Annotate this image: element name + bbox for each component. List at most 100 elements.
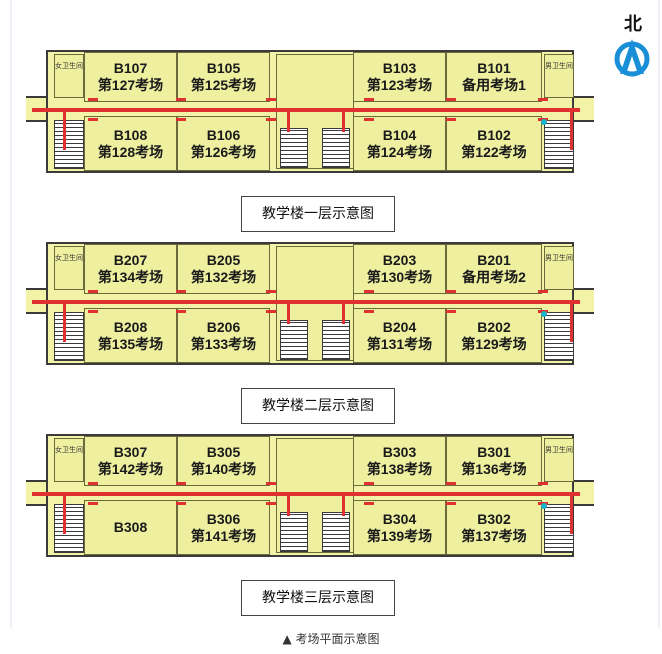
floor-caption: 教学楼一层示意图 [241,196,395,232]
room-code: B101 [477,60,511,76]
exam-room: B308 [84,500,177,555]
stairwell-left [54,312,84,361]
room-name: 第122考场 [461,143,527,160]
room-code: B102 [477,126,511,143]
room-code: B305 [206,444,241,460]
room-name: 备用考场2 [462,269,526,285]
room-code: B206 [206,318,241,335]
door-arrow [364,98,374,101]
room-code: B105 [206,60,241,76]
north-compass: 北 [610,8,654,78]
room-name: 第139考场 [366,527,433,544]
restroom-men: 男卫生间 [544,438,574,482]
room-code: B306 [206,510,241,527]
room-code: B107 [113,60,148,76]
door-arrow [176,98,186,101]
route-branch [63,110,66,150]
central-stair-left [280,128,308,168]
central-stair-right [322,128,350,168]
door-arrow [266,310,276,313]
room-name: 第136考场 [461,461,527,477]
door-arrow [266,502,276,505]
room-code: B208 [113,318,148,335]
room-name: 第135考场 [97,335,164,352]
room-name: 第129考场 [461,335,527,352]
door-arrow [538,482,548,485]
restroom-women: 女卫生间 [54,54,84,98]
door-arrow [446,310,456,313]
room-name: 第133考场 [190,335,257,352]
door-arrow [538,98,548,101]
route-branch [570,302,573,342]
room-name: 第134考场 [97,269,164,285]
figure-caption: ▲ 考场平面示意图 [282,632,380,646]
restroom-women: 女卫生间 [54,438,84,482]
door-arrow [176,290,186,293]
room-name: 第142考场 [97,461,164,477]
room-name: 备用考场1 [462,77,526,93]
room-code: B202 [477,318,511,335]
route-branch [342,302,345,324]
door-arrow [446,98,456,101]
door-arrow [266,482,276,485]
room-name: 第138考场 [366,461,433,477]
room-name: 第141考场 [190,527,257,544]
door-arrow [88,310,98,313]
door-arrow [266,98,276,101]
room-name: 第130考场 [366,269,433,285]
room-code: B302 [477,510,511,527]
stairwell-right [544,312,574,361]
location-marker [541,311,547,317]
route-branch [287,302,290,324]
room-code: B203 [382,252,417,268]
door-arrow [88,502,98,505]
door-arrow [88,482,98,485]
door-arrow [446,118,456,121]
room-name: 第125考场 [190,77,257,93]
door-arrow [176,502,186,505]
compass-icon [614,39,650,77]
room-name: 第123考场 [366,77,433,93]
door-arrow [446,502,456,505]
door-arrow [266,118,276,121]
room-name: 第132考场 [190,269,257,285]
route-branch [570,494,573,534]
central-stair-left [280,512,308,552]
route-branch [63,302,66,342]
door-arrow [364,118,374,121]
route-branch [63,494,66,534]
door-arrow [364,502,374,505]
floor-caption: 教学楼二层示意图 [241,388,395,424]
room-name: 第124考场 [366,143,433,160]
room-code: B205 [206,252,241,268]
route-branch [570,110,573,150]
room-code: B303 [382,444,417,460]
central-stair-right [322,512,350,552]
stairwell-left [54,120,84,169]
floor-caption: 教学楼三层示意图 [241,580,395,616]
restroom-women: 女卫生间 [54,246,84,290]
door-arrow [176,118,186,121]
route-branch [287,494,290,516]
location-marker [541,119,547,125]
evacuation-route [32,300,580,304]
